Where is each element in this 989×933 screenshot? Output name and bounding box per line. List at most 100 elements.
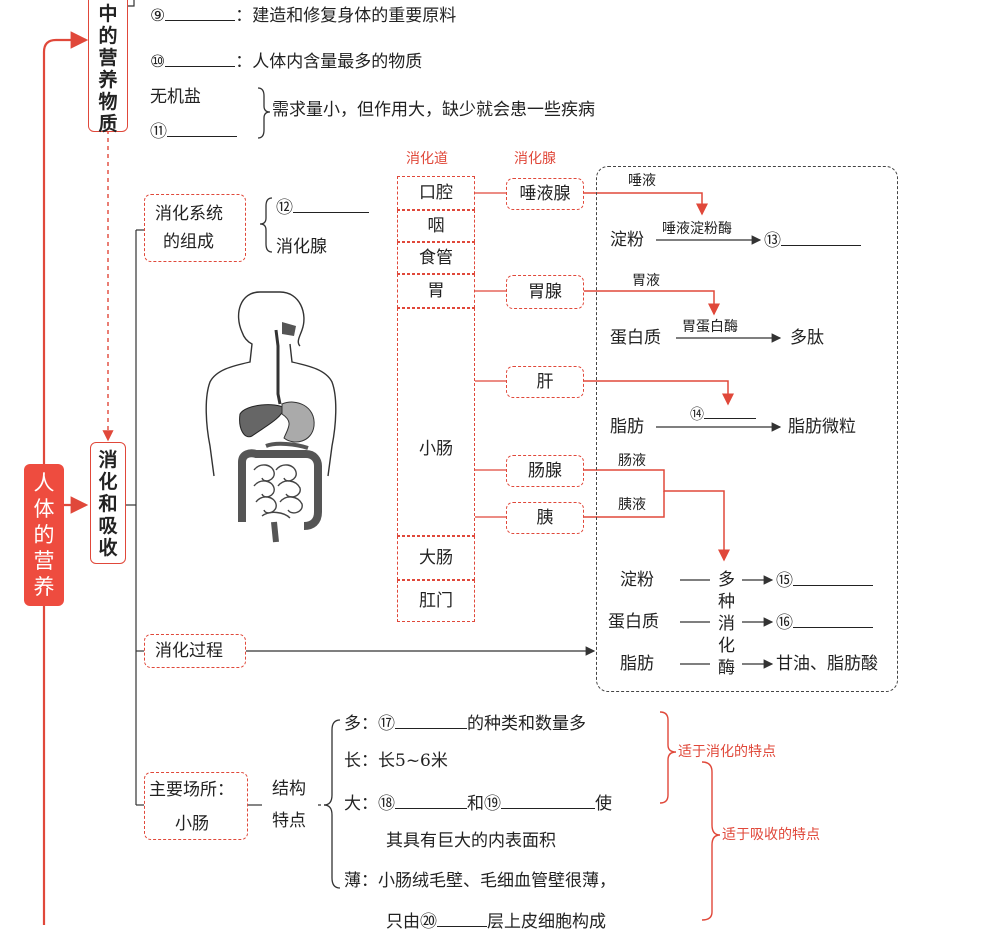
small-intestine-shape	[253, 464, 303, 519]
digestion-process-box: 消化过程	[144, 634, 246, 668]
enzyme-char: 多	[718, 570, 735, 590]
branch1-char: 养	[98, 69, 118, 91]
final-starch: 淀粉	[620, 570, 654, 590]
feature-thin-start: 只由	[386, 912, 420, 932]
feature-desc: 小肠绒毛壁、毛细血管壁很薄，	[378, 871, 616, 891]
feature-end: 使	[595, 794, 612, 814]
juice-saliva: 唾液	[628, 173, 656, 189]
final-protein: 蛋白质	[608, 612, 659, 632]
organ-anus: 肛门	[397, 580, 475, 622]
branch2-char: 消	[98, 449, 118, 471]
digestive-system-composition-box: 消化系统 的组成	[144, 194, 246, 262]
composition-line2: 的组成	[163, 232, 214, 252]
feature-key: 长：	[344, 751, 378, 771]
process-label: 消化过程	[155, 641, 223, 661]
feature-mid: 和	[467, 794, 484, 814]
root-char: 营	[33, 549, 55, 573]
final-protein-product-blank: ⑯	[776, 611, 873, 634]
header-digestive-tract: 消化道	[406, 151, 448, 167]
root-char: 的	[33, 523, 55, 547]
enzyme-char: 消	[718, 614, 735, 634]
feature-thin-end: 层上皮细胞构成	[487, 912, 606, 932]
juice-pancreatic: 胰液	[618, 497, 646, 513]
feature-key: 大：	[344, 794, 378, 814]
branch2-char: 收	[98, 537, 118, 559]
reaction-protein-enzyme: 胃蛋白酶	[682, 319, 738, 335]
organ-mouth: 口腔	[397, 176, 475, 210]
reaction-fat-substrate: 脂肪	[610, 417, 644, 437]
branch-digestion-node: 消 化 和 吸 收	[90, 442, 126, 564]
branch2-char: 吸	[98, 515, 118, 537]
composition-item-tract: ⑫	[276, 196, 369, 219]
feature-many: 多：⑰ 的种类和数量多	[344, 712, 586, 735]
feature-big: 大：⑱ 和⑲ 使	[344, 792, 612, 815]
structure-line1: 结构	[272, 779, 306, 799]
branch1-char: 的	[98, 25, 118, 47]
root-char: 人	[33, 471, 55, 495]
mineral-label: 无机盐	[150, 87, 201, 107]
gland-liver: 肝	[506, 366, 584, 398]
reaction-starch-substrate: 淀粉	[610, 230, 644, 250]
nutrient-desc: ：人体内含量最多的物质	[235, 52, 423, 72]
branch2-char: 化	[98, 471, 118, 493]
blank-number: ⑬	[764, 231, 781, 251]
feature-thin: 薄：小肠绒毛壁、毛细血管壁很薄，	[344, 870, 616, 892]
organ-esophagus: 食管	[397, 242, 475, 274]
organ-stomach: 胃	[397, 274, 475, 308]
composition-line1: 消化系统	[155, 204, 223, 224]
organ-small-intestine: 小肠	[397, 308, 475, 536]
root-char: 体	[33, 497, 55, 521]
gland-intestinal: 肠腺	[506, 455, 584, 487]
juice-gastric: 胃液	[632, 273, 660, 289]
note-suited-for-absorption: 适于吸收的特点	[722, 827, 820, 843]
reaction-starch-enzyme: 唾液淀粉酶	[662, 221, 732, 237]
branch1-char: 物	[98, 91, 118, 113]
reaction-protein-product: 多肽	[790, 328, 824, 348]
branch1-char: 中	[98, 3, 118, 25]
mineral-blank-row: ⑪	[150, 120, 237, 143]
digestive-system-illustration	[205, 291, 337, 543]
reaction-panel	[596, 166, 898, 692]
feature-key: 薄：	[344, 871, 378, 891]
feature-long: 长：长5~6米	[344, 750, 448, 772]
enzyme-char: 种	[718, 592, 735, 612]
feature-big-line2: 其具有巨大的内表面积	[386, 831, 556, 851]
nutrient-row-protein: ⑨：建造和修复身体的重要原料	[150, 4, 456, 27]
main-site-line1: 主要场所：	[149, 780, 234, 800]
reaction-fat-blank: ⑭	[690, 406, 756, 424]
nutrient-desc: ：建造和修复身体的重要原料	[235, 6, 457, 26]
main-site-line2: 小肠	[175, 814, 209, 834]
blank-number: ⑯	[776, 613, 793, 633]
blank-number: ⑪	[150, 122, 167, 142]
blank-number: ⑫	[276, 198, 293, 218]
composition-item-glands: 消化腺	[276, 237, 327, 257]
blank-number: ⑭	[690, 407, 704, 423]
note-suited-for-digestion: 适于消化的特点	[678, 744, 776, 760]
branch-nutrients-node: 中 的 营 养 物 质	[88, 0, 128, 135]
feature-key: 多：	[344, 714, 378, 734]
body-outline	[205, 291, 337, 477]
final-starch-product-blank: ⑮	[776, 569, 873, 592]
main-site-box: 主要场所： 小肠	[144, 772, 248, 840]
enzyme-char: 化	[718, 636, 735, 656]
gland-gastric: 胃腺	[506, 275, 584, 309]
blank-number: ⑲	[484, 794, 501, 814]
root-char: 养	[33, 575, 55, 599]
blank-number: ⑳	[420, 912, 437, 932]
nutrient-row-water: ⑩ ：人体内含量最多的物质	[150, 50, 422, 73]
gland-salivary: 唾液腺	[506, 178, 584, 210]
feature-thin-line2: 只由⑳ 层上皮细胞构成	[386, 910, 606, 933]
feature-desc: 的种类和数量多	[467, 714, 586, 734]
blank-number: ⑩	[150, 52, 166, 72]
juice-intestinal: 肠液	[618, 453, 646, 469]
reaction-protein-substrate: 蛋白质	[610, 328, 661, 348]
large-intestine-shape	[238, 449, 322, 530]
reaction-starch-product-blank: ⑬	[764, 229, 861, 252]
gland-pancreas: 胰	[506, 502, 584, 534]
blank-number: ⑱	[378, 794, 395, 814]
organ-large-intestine: 大肠	[397, 536, 475, 580]
blank-number: ⑰	[378, 714, 395, 734]
branch1-char: 营	[98, 47, 118, 69]
stomach-shape	[281, 401, 315, 443]
reaction-fat-product: 脂肪微粒	[788, 417, 856, 437]
